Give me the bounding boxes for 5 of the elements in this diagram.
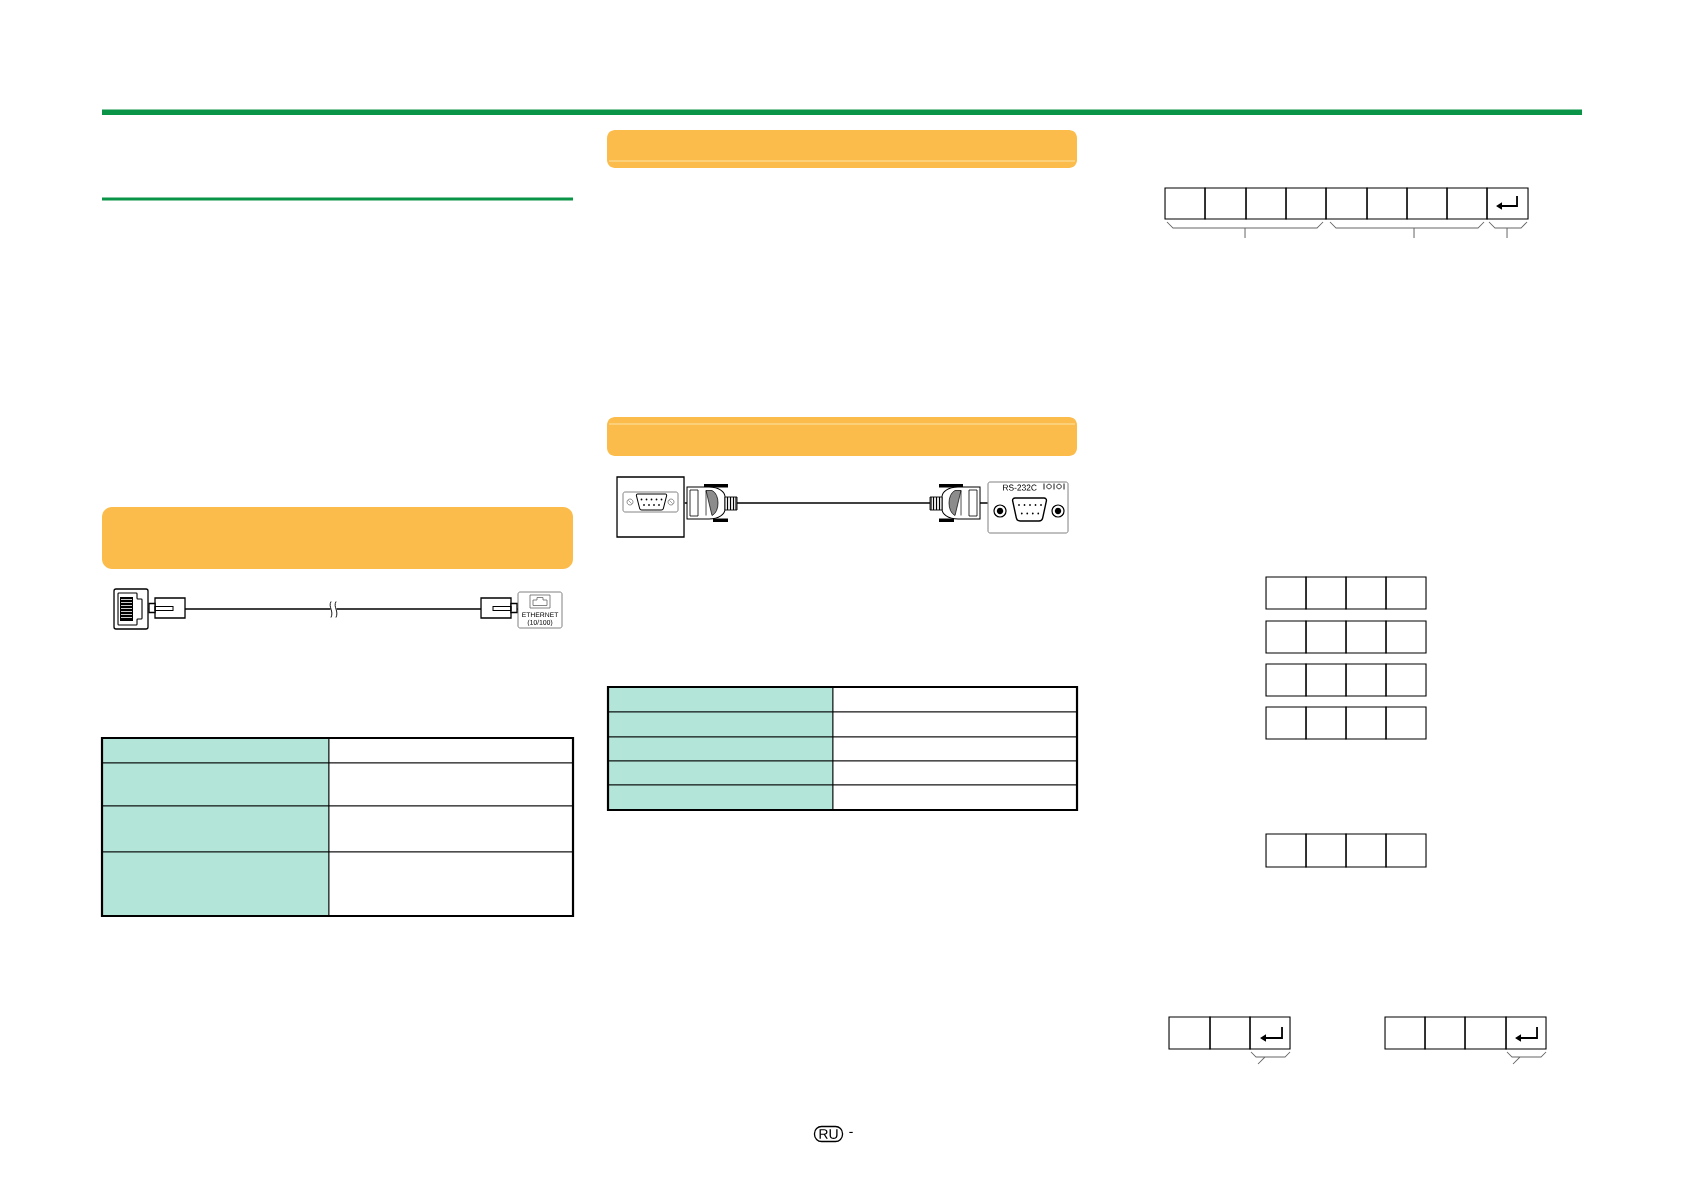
- ethernet-socket: [113, 588, 149, 630]
- serial-port-panel: RS-232C: [987, 481, 1069, 534]
- serial-port-panel: [616, 476, 685, 538]
- page-number: -: [849, 1131, 853, 1133]
- region-badge: RU: [813, 1125, 844, 1143]
